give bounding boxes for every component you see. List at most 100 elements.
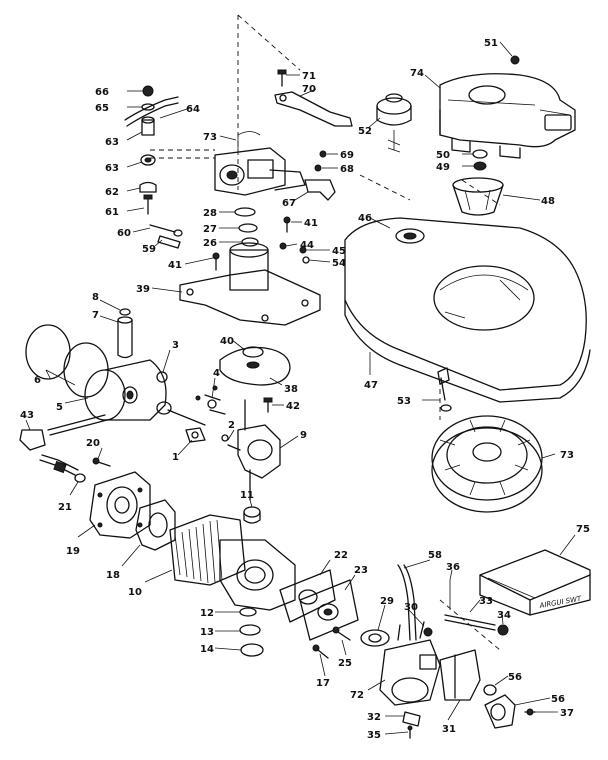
- part-67-bracket[interactable]: [304, 179, 336, 201]
- callout-42: 42: [286, 401, 300, 412]
- callout-69: 69: [340, 150, 354, 161]
- part-7-piston-pin[interactable]: [117, 316, 133, 359]
- callout-6: 6: [34, 375, 41, 386]
- callout-62: 62: [105, 187, 119, 198]
- part-42-screw[interactable]: [263, 397, 273, 413]
- part-2-connecting-rod-cap[interactable]: [221, 434, 241, 451]
- callout-53: 53: [397, 396, 411, 407]
- part-26-ring[interactable]: [241, 237, 259, 247]
- part-6-piston-rings[interactable]: [25, 324, 109, 398]
- part-60-screw[interactable]: [149, 224, 183, 237]
- callout-35: 35: [367, 730, 381, 741]
- part-17-screw[interactable]: [312, 644, 329, 659]
- part-18-head-gasket[interactable]: [135, 499, 176, 551]
- callout-1: 1: [172, 452, 179, 463]
- part-35-screw[interactable]: [407, 725, 413, 739]
- part-51-nut[interactable]: [510, 55, 520, 65]
- part-73-carburetor[interactable]: [214, 131, 306, 196]
- part-54-nut[interactable]: [302, 256, 310, 264]
- callout-49: 49: [436, 162, 450, 173]
- part-9-crankshaft[interactable]: [237, 399, 281, 501]
- part-31-air-filter-housing[interactable]: [439, 649, 481, 701]
- callout-20: 20: [86, 438, 100, 449]
- part-72-carburetor[interactable]: [379, 621, 441, 706]
- callout-52: 52: [358, 126, 372, 137]
- part-48-starter-cup[interactable]: [452, 177, 504, 216]
- part-20-screw[interactable]: [92, 457, 111, 467]
- part-34-knob[interactable]: [497, 624, 509, 636]
- part-68-screw[interactable]: [314, 164, 322, 172]
- part-75-manual[interactable]: AIRGUI SWT: [479, 549, 591, 616]
- callout-63-upper: 63: [105, 137, 119, 148]
- callout-73-carburetor: 73: [203, 132, 217, 143]
- part-29-gasket[interactable]: [360, 629, 390, 647]
- part-74-rewind-starter[interactable]: [439, 73, 576, 159]
- part-28-seal[interactable]: [234, 207, 256, 217]
- part-43-fitting[interactable]: [19, 429, 46, 451]
- callout-48: 48: [541, 196, 555, 207]
- part-25-screw[interactable]: [332, 626, 351, 641]
- part-38-cover[interactable]: [219, 346, 291, 386]
- callout-38: 38: [284, 384, 298, 395]
- callout-2: 2: [228, 420, 235, 431]
- callout-17: 17: [316, 678, 330, 689]
- callout-37: 37: [560, 708, 574, 719]
- part-11-seal[interactable]: [243, 506, 261, 524]
- part-63-fitting-lower[interactable]: [140, 154, 156, 166]
- part-3-piston-pin-clip[interactable]: [156, 371, 168, 383]
- callout-32: 32: [367, 712, 381, 723]
- part-8-plug[interactable]: [119, 308, 131, 316]
- part-69-screw[interactable]: [319, 150, 327, 158]
- part-22-intake-gasket[interactable]: [279, 569, 336, 623]
- part-19-cylinder-head[interactable]: [89, 471, 151, 539]
- part-64-fuel-line[interactable]: [124, 96, 179, 127]
- part-52-starter-pulley[interactable]: [376, 93, 412, 153]
- part-33-throttle-rod[interactable]: [444, 614, 496, 631]
- part-59-fitting[interactable]: [157, 235, 181, 249]
- callout-74: 74: [410, 68, 424, 79]
- part-66-cap[interactable]: [142, 85, 154, 97]
- callout-40: 40: [220, 336, 234, 347]
- part-39-mounting-plate[interactable]: [179, 242, 321, 326]
- part-12-seal[interactable]: [239, 607, 257, 617]
- callout-12: 12: [200, 608, 214, 619]
- callout-65: 65: [95, 103, 109, 114]
- callout-58: 58: [428, 550, 442, 561]
- part-56-grommet-upper[interactable]: [483, 684, 497, 696]
- part-4-needle-bearing[interactable]: [195, 385, 226, 415]
- part-50-washer[interactable]: [472, 149, 488, 159]
- callout-47: 47: [364, 380, 378, 391]
- callout-66: 66: [95, 87, 109, 98]
- part-62-clip[interactable]: [139, 181, 157, 193]
- part-32-fitting[interactable]: [402, 711, 421, 727]
- part-10-cylinder[interactable]: [169, 514, 296, 611]
- part-61-screw[interactable]: [143, 194, 153, 215]
- part-14-ring[interactable]: [240, 643, 264, 657]
- part-63-fitting-upper[interactable]: [141, 116, 155, 136]
- callout-13: 13: [200, 627, 214, 638]
- callout-5: 5: [56, 402, 63, 413]
- part-71-screw[interactable]: [277, 69, 287, 87]
- part-41-screw-left[interactable]: [212, 252, 220, 271]
- wrist-rod[interactable]: [47, 414, 108, 436]
- part-5-piston[interactable]: [84, 359, 167, 421]
- part-44-washer[interactable]: [279, 242, 287, 250]
- callout-43: 43: [20, 410, 34, 421]
- part-13-gasket[interactable]: [239, 624, 261, 636]
- part-1-bearing-cage[interactable]: [185, 427, 206, 443]
- callout-41-left: 41: [168, 260, 182, 271]
- connecting-rod[interactable]: [156, 401, 206, 426]
- part-56-air-filter-cover[interactable]: [484, 694, 516, 729]
- part-53-flywheel-key[interactable]: [437, 367, 452, 412]
- part-30-fitting[interactable]: [423, 627, 433, 637]
- part-46-engine-shroud[interactable]: [344, 217, 591, 403]
- part-49-nut[interactable]: [473, 161, 487, 171]
- part-21-spark-plug[interactable]: [39, 454, 86, 483]
- part-70-throttle-lever[interactable]: [274, 91, 353, 127]
- part-23-reed-valve[interactable]: [299, 579, 359, 641]
- part-37-screw[interactable]: [524, 708, 536, 716]
- callout-31: 31: [442, 724, 456, 735]
- part-41-screw-right[interactable]: [283, 216, 291, 233]
- part-27-gasket[interactable]: [238, 223, 258, 233]
- part-73-flywheel[interactable]: [431, 415, 543, 513]
